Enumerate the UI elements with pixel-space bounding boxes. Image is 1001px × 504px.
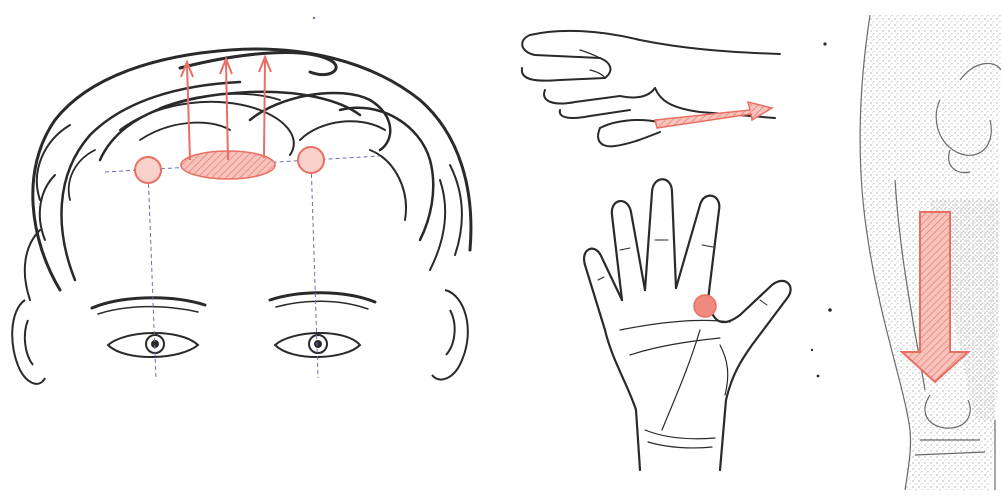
print-marks xyxy=(313,17,832,378)
head-arrow-1 xyxy=(181,62,193,160)
side-hand-panel xyxy=(522,31,780,146)
ear-right xyxy=(432,290,468,380)
forehead-left-point xyxy=(135,157,161,183)
palm-panel xyxy=(584,179,791,470)
eye-right xyxy=(275,333,360,357)
head-arrow-2 xyxy=(220,59,232,160)
eye-left xyxy=(108,333,198,357)
palm-point xyxy=(694,295,716,317)
ear-left xyxy=(12,300,45,384)
eyebrows xyxy=(92,293,375,314)
forehead-right-point xyxy=(298,147,324,173)
head-panel xyxy=(12,49,471,384)
